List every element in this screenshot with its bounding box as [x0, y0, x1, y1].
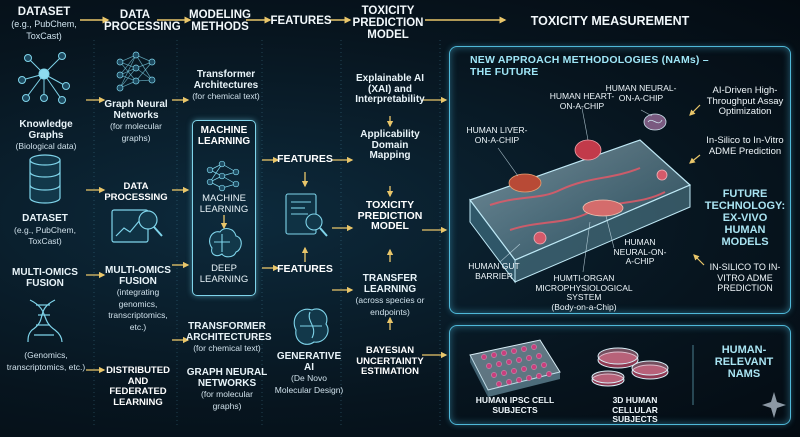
data-processing-label: DATA PROCESSING — [100, 182, 172, 203]
cellular-subjects-label: 3D HUMAN CELLULAR SUBJECTS — [590, 396, 680, 425]
multi-organ-label: HUMTI-ORGAN MICROPHYSIOLOGICAL SYSTEM (B… — [528, 274, 640, 312]
knowledge-graphs-label: Knowledge Graphs(Biological data) — [4, 120, 88, 153]
machine-learning-title: MACHINE LEARNING — [194, 126, 254, 147]
in-silico-top-label: In-Silico to In-Vitro ADME Prediction — [702, 136, 788, 157]
liver-chip-label: HUMAN LIVER-ON-A-CHIP — [466, 126, 528, 145]
neural-network-icon — [117, 52, 155, 91]
features-analysis-icon — [286, 194, 327, 236]
database-icon — [30, 155, 60, 203]
transformer-top-label: Transformer Architectures(for chemical t… — [186, 70, 266, 103]
neural-chip-top-label: HUMAN NEURAL-ON-A-CHIP — [600, 84, 682, 103]
header-modeling-methods: MODELING METHODS — [188, 9, 252, 33]
nams-title: NEW APPROACH METHODOLOGIES (NAMs) – THE … — [470, 54, 720, 78]
header-dataset: DATASET (e.g., PubChem, ToxCast) — [2, 6, 86, 42]
knowledge-graph-icon — [19, 53, 70, 104]
machine-learning-label: MACHINE LEARNING — [194, 194, 254, 215]
dataset-label: DATASET(e.g., PubChem, ToxCast) — [8, 214, 82, 248]
toxicity-prediction-model-label: TOXICITY PREDICTION MODEL — [352, 200, 428, 232]
generative-brain-icon — [294, 309, 328, 344]
human-relevant-nams-label: HUMAN-RELEVANT NAMs — [702, 344, 786, 380]
applicability-domain-label: Applicability Domain Mapping — [352, 130, 428, 162]
ipsc-label: HUMAN iPSC CELL SUBJECTS — [470, 396, 560, 415]
magnifier-chart-icon — [112, 210, 162, 242]
future-technology-label: FUTURE TECHNOLOGY: EX-VIVO HUMAN MODELS — [704, 188, 786, 248]
features-bottom-label: FEATURES — [276, 264, 334, 275]
dna-icon — [28, 300, 62, 342]
generative-ai-label: GENERATIVE AI(De Novo Molecular Design) — [274, 352, 344, 396]
distributed-learning-label: DISTRIBUTED AND FEDERATED LEARNING — [100, 366, 176, 408]
gnn-label: Graph Neural Networks(for molecular grap… — [100, 100, 172, 144]
header-toxicity-measurement: TOXICITY MEASUREMENT — [510, 15, 710, 27]
transfer-learning-label: TRANSFER LEARNING(across species or endp… — [352, 274, 428, 318]
header-features: FEATURES — [270, 15, 332, 27]
header-data-processing: DATA PROCESSING — [104, 9, 166, 33]
multi-omics-fusion-label: MULTI-OMICS FUSION(integrating genomics,… — [100, 266, 176, 333]
header-toxicity-prediction-model: TOXICITY PREDICTION MODEL — [346, 5, 430, 41]
graph-neural-networks-label: GRAPH NEURAL NETWORKS(for molecular grap… — [186, 368, 268, 412]
ai-driven-label: AI-Driven High-Throughput Assay Optimiza… — [700, 86, 790, 118]
bayesian-label: BAYESIAN UNCERTAINTY ESTIMATION — [352, 346, 428, 378]
deep-learning-label: DEEP LEARNING — [194, 264, 254, 285]
xai-label: Explainable AI (XAI) and Interpretabilit… — [352, 74, 428, 106]
gut-barrier-label: HUMAN GUT BARRIER — [466, 262, 522, 281]
features-top-label: FEATURES — [276, 154, 334, 165]
multi-omics-label: MULTI-OMICS FUSION — [6, 268, 84, 289]
multi-omics-sub: (Genomics, transcriptomics, etc.) — [6, 350, 86, 373]
transformer-bottom-label: TRANSFORMER ARCHITECTURES(for chemical t… — [186, 322, 268, 355]
in-silico-bottom-label: IN-SILICO TO IN-VITRO ADME PREDICTION — [700, 262, 790, 294]
neural-chip-bottom-label: HUMAN NEURAL-ON-A-CHIP — [612, 238, 668, 267]
